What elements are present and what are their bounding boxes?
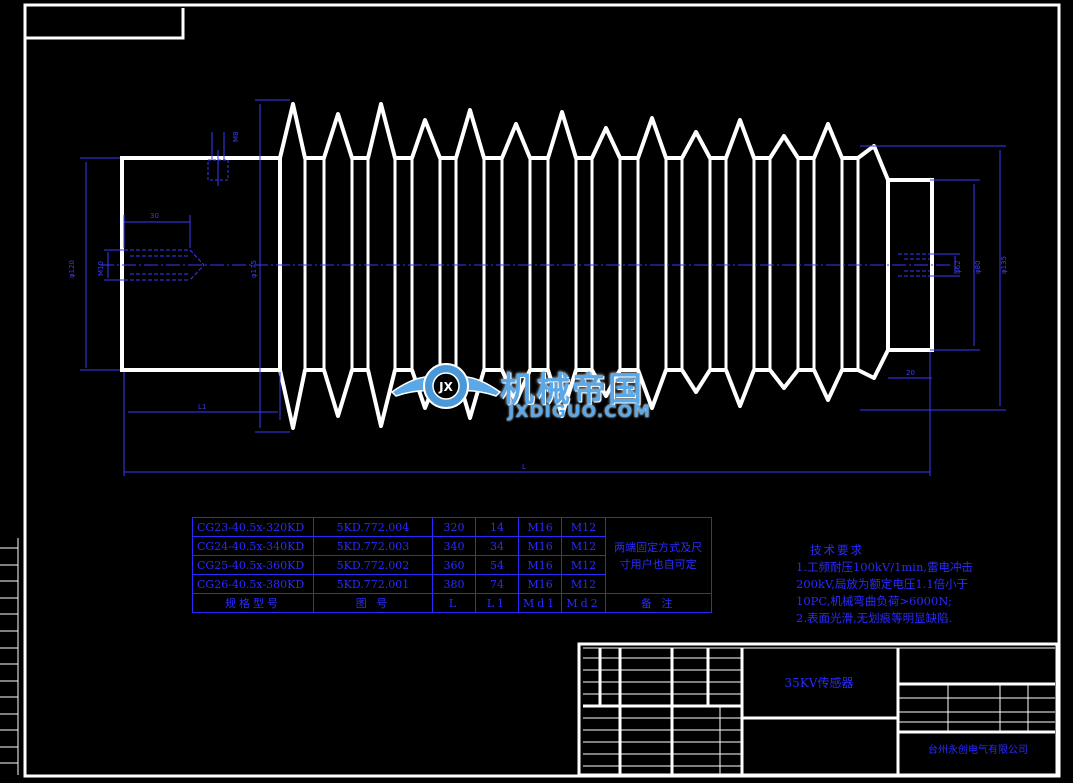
table-row: CG25-40.5x-360KD 5KD.772.002 360 54 M16 …	[192, 555, 712, 575]
remark-cell: 两端固定方式及尺寸用户也自可定	[604, 517, 712, 594]
drawing-no-cell: 5KD.772.002	[313, 555, 433, 575]
l1-cell: 54	[475, 555, 519, 575]
tech-line: 10PC,机械弯曲负荷>6000N;	[796, 594, 952, 608]
model-cell: CG24-40.5x-340KD	[192, 536, 314, 556]
dimension-lines	[80, 99, 1006, 476]
md2-cell: M12	[561, 536, 606, 556]
l-cell: 380	[432, 574, 476, 594]
model-cell: CG25-40.5x-360KD	[192, 555, 314, 575]
left-margin-ticks	[0, 538, 19, 775]
dim-l1: L1	[198, 403, 206, 411]
left-threaded-hole	[124, 249, 205, 281]
header-l1: L1	[475, 593, 519, 613]
watermark-en: JXDIGUO.COM	[508, 402, 652, 422]
right-threaded-hole	[898, 253, 930, 277]
shed-outline-top	[278, 102, 890, 181]
watermark-cn: 机械帝国	[500, 370, 644, 410]
dim-phi135: φ135	[1000, 256, 1008, 274]
drawing-no-cell: 5KD.772.003	[313, 536, 433, 556]
shed-outline-bottom	[278, 349, 890, 430]
dim-phi62: φ62	[954, 260, 962, 274]
left-flange	[120, 156, 282, 372]
company-name: 台州永创电气有限公司	[928, 745, 1028, 756]
technical-requirements: 技术要求 1.工频耐压100kV/1min,雷电冲击 200kV,局放为额定电压…	[796, 542, 973, 627]
dim-20: 20	[906, 369, 915, 377]
md1-cell: M16	[517, 555, 563, 575]
dim-phi120: φ120	[68, 260, 76, 278]
dim-30: 30	[150, 212, 159, 220]
drawing-no-cell: 5KD.772.001	[313, 574, 433, 594]
header-remark: 备 注	[604, 593, 712, 613]
tech-line: 2.表面光滑,无划痕等明显缺陷.	[796, 611, 953, 625]
md1-cell: M16	[517, 574, 563, 594]
outer-frame	[23, 3, 1061, 778]
corner-tag-box	[25, 8, 185, 40]
l1-cell: 74	[475, 574, 519, 594]
tech-line: 1.工频耐压100kV/1min,雷电冲击	[796, 560, 974, 574]
top-screw-detail	[207, 132, 229, 186]
l-cell: 340	[432, 536, 476, 556]
dim-m8: M8	[232, 132, 240, 143]
shed-core-lines	[303, 158, 860, 370]
model-cell: CG26-40.5x-380KD	[192, 574, 314, 594]
header-model: 规格型号	[192, 593, 314, 613]
tech-line: 200kV,局放为额定电压1.1倍小于	[796, 577, 969, 591]
header-l: L	[432, 593, 476, 613]
table-row: CG23-40.5x-320KD 5KD.772.004 320 14 M16 …	[192, 517, 712, 594]
md1-cell: M16	[517, 517, 563, 537]
md2-cell: M12	[561, 574, 606, 594]
table-header-row: 规格型号 图 号 L L1 Md1 Md2 备 注	[192, 593, 712, 613]
product-name: 35KV传感器	[784, 676, 854, 690]
model-cell: CG23-40.5x-320KD	[192, 517, 314, 537]
header-drawing-no: 图 号	[313, 593, 433, 613]
header-md2: Md2	[561, 593, 606, 613]
title-block-frame	[577, 642, 1059, 777]
l1-cell: 14	[475, 517, 519, 537]
dim-phi80: φ80	[974, 260, 982, 274]
dim-phi175: φ175	[250, 260, 258, 278]
dim-m10: M10	[97, 261, 105, 276]
dim-l: L	[522, 463, 526, 471]
specification-table: CG23-40.5x-320KD 5KD.772.004 320 14 M16 …	[192, 517, 712, 613]
l1-cell: 34	[475, 536, 519, 556]
md1-cell: M16	[517, 536, 563, 556]
tech-title: 技术要求	[810, 543, 864, 557]
l-cell: 360	[432, 555, 476, 575]
l-cell: 320	[432, 517, 476, 537]
md2-cell: M12	[561, 555, 606, 575]
drawing-no-cell: 5KD.772.004	[313, 517, 433, 537]
watermark-logo-icon: JX	[390, 363, 502, 409]
md2-cell: M12	[561, 517, 606, 537]
header-md1: Md1	[517, 593, 563, 613]
svg-text:JX: JX	[438, 380, 453, 394]
